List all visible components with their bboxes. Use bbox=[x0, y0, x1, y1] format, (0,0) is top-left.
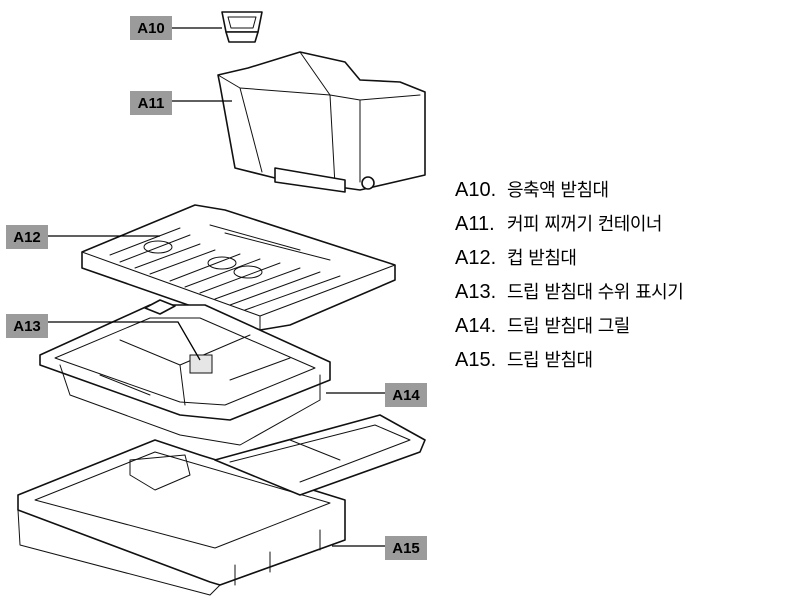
legend-label: 드립 받침대 bbox=[507, 350, 593, 371]
legend-code: A14. bbox=[455, 315, 497, 337]
callout-A12-text: A12 bbox=[13, 229, 41, 246]
legend-label: 컵 받침대 bbox=[507, 248, 577, 269]
legend-item-a13: A13. 드립 받침대 수위 표시기 bbox=[455, 278, 684, 312]
legend-code: A13. bbox=[455, 281, 497, 303]
callout-A15-text: A15 bbox=[392, 540, 420, 557]
legend-code: A11. bbox=[455, 213, 495, 235]
legend-code: A15. bbox=[455, 349, 497, 371]
callout-A14: A14 bbox=[326, 383, 427, 407]
legend-code: A10. bbox=[455, 179, 497, 201]
coffee-grounds-container-part bbox=[217, 51, 426, 193]
callout-A11-text: A11 bbox=[138, 95, 165, 112]
condensate-tray-part bbox=[221, 11, 263, 43]
callout-A14-text: A14 bbox=[392, 387, 420, 404]
legend-item-a15: A15. 드립 받침대 bbox=[455, 346, 683, 380]
callout-A12: A12 bbox=[6, 225, 160, 249]
callout-A15: A15 bbox=[332, 536, 427, 560]
callout-A11: A11 bbox=[130, 91, 232, 115]
legend-label: 커피 찌꺼기 컨테이너 bbox=[507, 214, 662, 235]
legend-label: 응축액 받침대 bbox=[507, 180, 609, 201]
legend-item-a11: A11. 커피 찌꺼기 컨테이너 bbox=[455, 210, 683, 244]
legend-item-a10: A10. 응축액 받침대 bbox=[455, 176, 683, 210]
legend-item-a12: A12. 컵 받침대 bbox=[455, 244, 683, 278]
callout-A13-text: A13 bbox=[13, 318, 41, 335]
legend-label: 드립 받침대 그릴 bbox=[507, 316, 630, 337]
callout-A13: A13 bbox=[6, 314, 201, 361]
grid-slots bbox=[109, 224, 341, 311]
legend-label: 드립 받침대 수위 표시기 bbox=[507, 282, 684, 303]
parts-legend: A10. 응축액 받침대 A11. 커피 찌꺼기 컨테이너 A12. 컵 받침대… bbox=[455, 176, 684, 380]
callout-A10-text: A10 bbox=[137, 20, 165, 37]
legend-code: A12. bbox=[455, 247, 497, 269]
legend-item-a14: A14. 드립 받침대 그릴 bbox=[455, 312, 683, 346]
drip-tray-grid-part bbox=[39, 299, 331, 446]
drip-tray-part bbox=[17, 414, 426, 596]
cup-grid-part bbox=[81, 204, 396, 331]
callout-A10: A10 bbox=[130, 16, 222, 40]
